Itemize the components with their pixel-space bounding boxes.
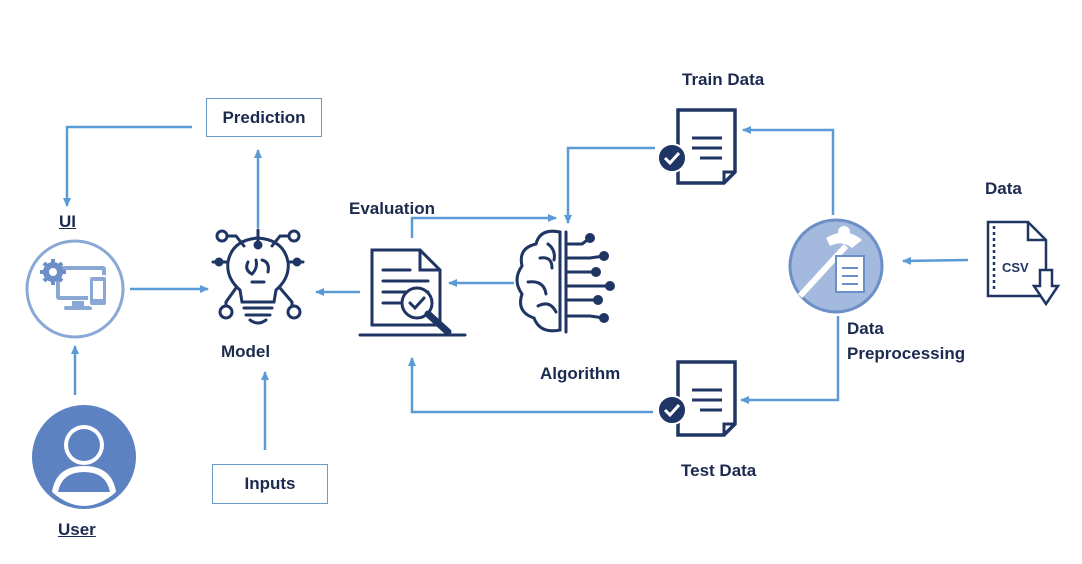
user-avatar-icon	[32, 405, 136, 509]
data-preprocessing-label-line1: Data	[847, 319, 884, 338]
inputs-box: Inputs	[212, 464, 328, 504]
arrow-prediction-to-ui	[63, 125, 192, 207]
arrow-testdata-to-evaluation	[408, 357, 653, 414]
data-preprocessing-icon	[788, 218, 884, 314]
model-label: Model	[221, 342, 271, 361]
prediction-box: Prediction	[206, 98, 322, 137]
evaluation-label: Evaluation	[349, 199, 435, 218]
algorithm-label: Algorithm	[540, 364, 621, 383]
data-preprocessing-label-line2: Preprocessing	[847, 344, 966, 363]
connector-arrows	[63, 125, 969, 450]
inputs-label: Inputs	[244, 474, 296, 493]
data-label: Data	[985, 179, 1022, 198]
arrow-preprocessing-to-testdata	[740, 316, 840, 404]
ui-icon	[25, 239, 125, 339]
csv-icon-label: CSV	[1002, 260, 1029, 275]
train-data-label: Train Data	[682, 70, 765, 89]
csv-file-icon	[986, 220, 1061, 307]
evaluation-document-icon	[358, 248, 467, 337]
arrow-data-to-preprocessing	[902, 256, 969, 265]
user-label: User	[58, 520, 96, 539]
ui-label: UI	[59, 212, 76, 231]
prediction-label: Prediction	[222, 107, 306, 127]
arrow-traindata-to-algorithm	[564, 146, 655, 224]
test-data-document-icon	[657, 360, 737, 437]
arrow-preprocessing-to-traindata	[742, 126, 835, 215]
test-data-label: Test Data	[681, 461, 757, 480]
algorithm-brain-icon	[515, 229, 615, 334]
arrow-evaluation-to-algorithm	[410, 214, 557, 238]
model-brain-bulb-icon	[211, 228, 305, 325]
train-data-document-icon	[657, 108, 737, 185]
